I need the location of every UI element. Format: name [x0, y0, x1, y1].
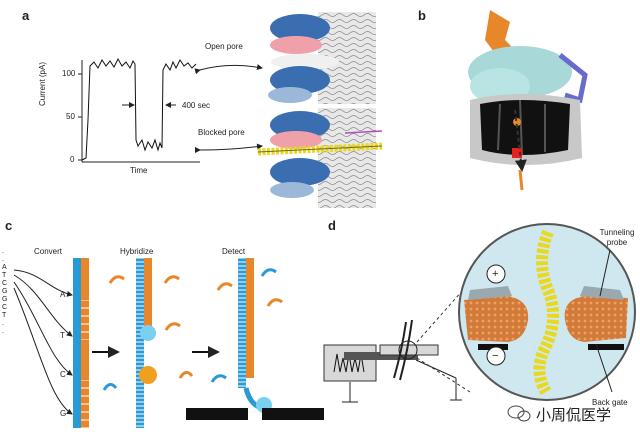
time-xlabel: Time	[130, 166, 148, 175]
panel-b-letter: b	[418, 8, 426, 23]
strand-letter-c: C	[60, 370, 66, 379]
seq-9: .	[2, 320, 4, 327]
tunneling-probe-label: Tunneling probe	[599, 228, 635, 247]
protein-structure	[468, 10, 588, 191]
duration-label: 400 sec	[182, 101, 211, 110]
minus-label: −	[492, 350, 499, 362]
back-gate-label: Back gate	[592, 398, 628, 407]
plus-label: +	[492, 268, 499, 280]
step-convert: Convert	[34, 247, 63, 256]
strand-letter-g: G	[60, 409, 67, 418]
panel-a-letter: a	[22, 8, 30, 23]
panel-c-letter: c	[5, 218, 13, 233]
seq-6: G	[2, 296, 8, 303]
seq-10: .	[2, 328, 4, 335]
current-ylabel: Current (pA)	[38, 61, 47, 106]
blocked-pore-label: Blocked pore	[198, 128, 245, 137]
ytick-0: 0	[70, 155, 75, 164]
seq-2: A	[2, 264, 7, 271]
blocked-pore-illustration	[257, 108, 383, 208]
convert-strand	[13, 258, 89, 428]
tunneling-device	[323, 281, 471, 403]
strand-letter-a: A	[60, 290, 66, 299]
seq-3: T	[2, 272, 7, 279]
current-trace-chart	[78, 57, 200, 163]
panel-d-letter: d	[328, 218, 336, 233]
ytick-50: 50	[66, 112, 75, 121]
watermark-text: 小周侃医学	[536, 407, 612, 424]
seq-7: C	[2, 304, 8, 311]
seq-1: .	[2, 256, 4, 263]
wechat-icon	[507, 405, 531, 422]
hybridize-strand	[102, 258, 194, 428]
step-hybridize: Hybridize	[120, 247, 154, 256]
ytick-100: 100	[62, 69, 76, 78]
seq-4: C	[2, 280, 8, 287]
seq-0: .	[2, 248, 4, 255]
open-pore-label: Open pore	[205, 42, 243, 51]
detect-strand	[186, 258, 324, 420]
step-detect: Detect	[222, 247, 246, 256]
seq-8: T	[2, 312, 7, 319]
tunneling-junction-zoom	[458, 223, 636, 401]
open-pore-illustration	[268, 12, 376, 104]
seq-5: G	[2, 288, 8, 295]
sequence-column: . . A T C G G C T . .	[2, 248, 12, 336]
strand-letter-t: T	[60, 331, 65, 340]
